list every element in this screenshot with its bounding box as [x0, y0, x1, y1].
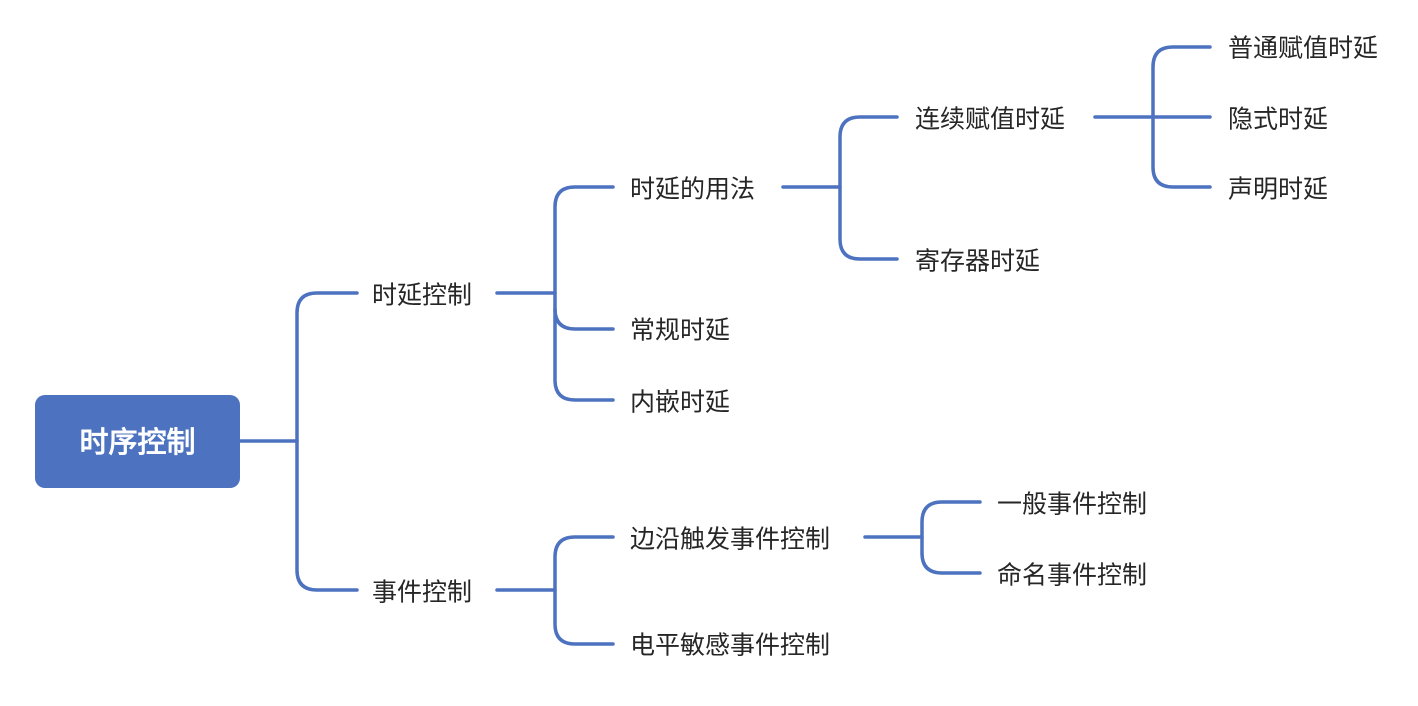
node-implicit-delay[interactable]: 隐式时延 [1228, 105, 1328, 134]
connector-event-control-to-level [553, 588, 615, 646]
node-register-delay[interactable]: 寄存器时延 [915, 247, 1040, 276]
root-node-label: 时序控制 [79, 425, 195, 459]
root-node[interactable]: 时序控制 [35, 395, 240, 488]
node-regular-delay[interactable]: 常规时延 [630, 316, 730, 345]
node-continuous-assign-delay[interactable]: 连续赋值时延 [915, 105, 1065, 134]
connector-delay-control-to-inline [553, 307, 615, 402]
node-edge-triggered-event-control[interactable]: 边沿触发事件控制 [630, 525, 830, 554]
connector-edge-to-named [920, 535, 982, 575]
connector-continuous-to-declaration [1151, 115, 1212, 189]
connector-usage-to-continuous [781, 115, 899, 189]
node-delay-control[interactable]: 时延控制 [372, 281, 472, 310]
node-delay-usage[interactable]: 时延的用法 [630, 175, 755, 204]
node-regular-assign-delay[interactable]: 普通赋值时延 [1228, 34, 1378, 63]
node-inline-delay[interactable]: 内嵌时延 [630, 388, 730, 417]
node-event-control[interactable]: 事件控制 [372, 578, 472, 607]
connector-continuous-to-regular-assign [1093, 45, 1212, 119]
connector-edge-to-general [863, 500, 982, 539]
node-named-event-control[interactable]: 命名事件控制 [997, 561, 1147, 590]
connector-usage-to-register [838, 185, 899, 261]
connector-root-to-delay-control [238, 291, 359, 443]
root-node-box [35, 395, 240, 488]
node-general-event-control[interactable]: 一般事件控制 [997, 490, 1147, 519]
connector-delay-control-to-usage [495, 185, 615, 295]
node-declaration-delay[interactable]: 声明时延 [1228, 175, 1328, 204]
connector-event-control-to-edge [495, 535, 615, 592]
connector-root-to-event-control [295, 439, 359, 592]
connector-delay-control-to-regular [553, 291, 615, 331]
node-level-sensitive-event-control[interactable]: 电平敏感事件控制 [630, 631, 830, 660]
